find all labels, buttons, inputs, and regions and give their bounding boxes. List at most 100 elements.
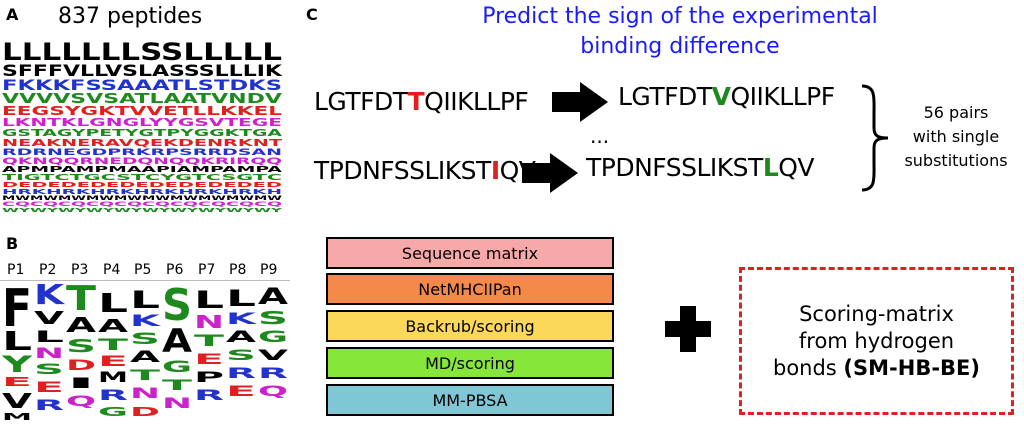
- new-method-line-1: Scoring-matrix: [799, 301, 954, 326]
- svg-text:QKNQQRNEDQNQQKRIRQQ: QKNQQRNEDQNQQKRIRQQ: [2, 157, 283, 167]
- logo-baseline: [0, 280, 290, 281]
- original-peptide-2: TPDNFSSLIKSTIQV: [314, 156, 536, 185]
- panel-c-label: C: [306, 5, 318, 24]
- svg-text:A: A: [226, 327, 257, 346]
- position-tick-p2: P2: [39, 262, 57, 278]
- svg-text:EEGSYGKTVVETLLKKEL: EEGSYGKTVVETLLKKEL: [2, 104, 283, 118]
- curly-brace-icon: [861, 84, 889, 192]
- svg-text:LKNTKLGNGLYYGSVTEGE: LKNTKLGNGLYYGSVTEGE: [2, 116, 282, 129]
- method-box-backrub-scoring: Backrub/scoring: [326, 310, 614, 342]
- svg-text:G: G: [98, 405, 128, 419]
- svg-text:N: N: [162, 396, 192, 412]
- sequence-logo-b: F L Y E V M K V L N S E R T A S D I Q L …: [0, 282, 290, 422]
- svg-text:S: S: [34, 362, 64, 378]
- svg-text:WYWYWYWYWYWYWYWYWYWY: WYWYWYWYWYWYWYWYWYWY: [2, 208, 283, 214]
- svg-text:M: M: [2, 412, 32, 422]
- svg-text:R: R: [98, 388, 129, 404]
- panel-b-label: B: [6, 234, 19, 253]
- svg-text:I: I: [66, 376, 96, 392]
- svg-text:CQCQCQCQCQCQCQCQCQCQ: CQCQCQCQCQCQCQCQCQCQ: [2, 201, 282, 208]
- svg-text:MWMWMWMWMWMWMWMWMWMW: MWMWMWMWMWMWMWMWMWMW: [2, 195, 283, 202]
- svg-text:R: R: [194, 388, 225, 404]
- svg-text:M: M: [98, 370, 128, 386]
- mutant-peptide-1: LGTFDTVQIIKLLPF: [618, 82, 835, 111]
- method-box-md-scoring: MD/scoring: [326, 347, 614, 379]
- svg-text:T: T: [130, 368, 161, 384]
- method-box-mm-pbsa: MM-PBSA: [326, 384, 614, 416]
- question-line-2: binding difference: [580, 34, 780, 59]
- svg-text:T: T: [98, 335, 128, 354]
- svg-text:A: A: [130, 347, 161, 366]
- sequence-logo-a-graphic: LLLLLLLSSLLLLL SFFFVLLVSLASSSLLLIK FKKKF…: [2, 40, 284, 214]
- position-tick-p9: P9: [260, 262, 278, 278]
- peptide-suffix: QIIKLLPF: [730, 82, 835, 111]
- svg-text:APMPAMPMAAPIAMPAMPA: APMPAMPMAAPIAMPAMPA: [2, 165, 284, 174]
- svg-text:K: K: [130, 311, 161, 330]
- new-method-acronym: (SM-HB-BE): [843, 355, 981, 380]
- svg-text:L: L: [130, 286, 160, 314]
- pairs-note-line-1: 56 pairs: [923, 103, 989, 122]
- new-method-line-3-text: bonds: [772, 355, 844, 380]
- peptide-prefix: LGTFDT: [314, 87, 408, 116]
- svg-text:Q: Q: [258, 384, 288, 400]
- arrow-icon: [522, 153, 578, 193]
- peptide-prefix: TPDNFSSLIKST: [314, 156, 491, 185]
- svg-text:FKKKFSSAAATLSTDKS: FKKKFSSAAATLSTDKS: [2, 78, 282, 94]
- position-tick-p3: P3: [71, 262, 89, 278]
- svg-text:S: S: [130, 329, 160, 348]
- svg-text:L: L: [194, 286, 224, 314]
- svg-text:VVVVSVSATLAATVNDV: VVVVSVSATLAATVNDV: [2, 92, 282, 107]
- pairs-note: 56 pairs with single substitutions: [896, 101, 1016, 173]
- position-tick-p8: P8: [229, 262, 247, 278]
- new-method-line-3: bonds (SM-HB-BE): [773, 355, 980, 382]
- peptide-prefix: TPDNFSSLIKST: [586, 153, 763, 182]
- svg-text:Q: Q: [66, 394, 96, 410]
- pairs-note-line-2: with single: [912, 127, 1000, 146]
- svg-text:R: R: [34, 398, 65, 414]
- svg-text:GSTAGYPETYGTPYGGKTGA: GSTAGYPETYGTPYGGKTGA: [2, 128, 282, 139]
- sequence-logo-a: LLLLLLLSSLLLLL SFFFVLLVSLASSSLLLIK FKKKF…: [0, 40, 290, 218]
- svg-text:T: T: [162, 378, 193, 394]
- svg-text:G: G: [258, 327, 288, 346]
- svg-text:S: S: [162, 282, 192, 331]
- svg-text:L: L: [34, 327, 64, 346]
- question-line-1: Predict the sign of the experimental: [482, 4, 878, 29]
- question-text: Predict the sign of the experimental bin…: [400, 2, 960, 62]
- svg-text:SFFFVLLVSLASSSLLLIK: SFFFVLLVSLASSSLLLIK: [2, 61, 283, 80]
- peptide-suffix: QIIKLLPF: [424, 87, 529, 116]
- arrow-icon: [552, 82, 608, 122]
- svg-text:TIGTCTGCSTCYGTCSGTC: TIGTCTGCSTCYGTCSGTC: [2, 173, 282, 182]
- original-peptide-1: LGTFDTTQIIKLLPF: [314, 87, 529, 116]
- svg-text:T: T: [66, 282, 97, 319]
- substitution-site: T: [407, 87, 425, 116]
- svg-text:N: N: [34, 346, 64, 362]
- svg-text:P: P: [194, 370, 224, 386]
- svg-text:E: E: [226, 384, 256, 400]
- svg-text:R: R: [226, 366, 257, 382]
- svg-text:A: A: [162, 322, 192, 360]
- svg-text:K: K: [34, 282, 66, 311]
- svg-text:Y: Y: [0, 353, 34, 378]
- position-tick-p7: P7: [198, 262, 216, 278]
- position-tick-p5: P5: [134, 262, 152, 278]
- svg-text:DEDEDEDEDEDEDEDEDED: DEDEDEDEDEDEDEDEDED: [2, 181, 282, 189]
- panel-a-label: A: [6, 5, 19, 24]
- svg-text:A: A: [98, 316, 128, 337]
- svg-text:R: R: [258, 366, 289, 382]
- peptide-prefix: LGTFDT: [618, 82, 712, 111]
- svg-text:G: G: [162, 357, 192, 376]
- position-tick-p1: P1: [7, 262, 25, 278]
- mutant-peptide-2: TPDNFSSLIKSTLQV: [586, 153, 815, 182]
- substitution-site: I: [490, 156, 500, 185]
- method-box-sequence-matrix: Sequence matrix: [326, 237, 614, 269]
- svg-text:L: L: [98, 289, 128, 319]
- svg-text:V: V: [34, 308, 64, 329]
- svg-text:L: L: [2, 327, 32, 357]
- svg-text:T: T: [194, 331, 224, 350]
- svg-text:V: V: [2, 389, 33, 413]
- new-method-box: Scoring-matrix from hydrogen bonds (SM-H…: [739, 267, 1014, 415]
- sequence-logo-b-graphic: F L Y E V M K V L N S E R T A S D I Q L …: [0, 282, 289, 422]
- position-tick-p6: P6: [166, 262, 184, 278]
- panel-a-title: 837 peptides: [58, 4, 203, 29]
- svg-text:LLLLLLLSSLLLLL: LLLLLLLSSLLLLL: [2, 40, 282, 66]
